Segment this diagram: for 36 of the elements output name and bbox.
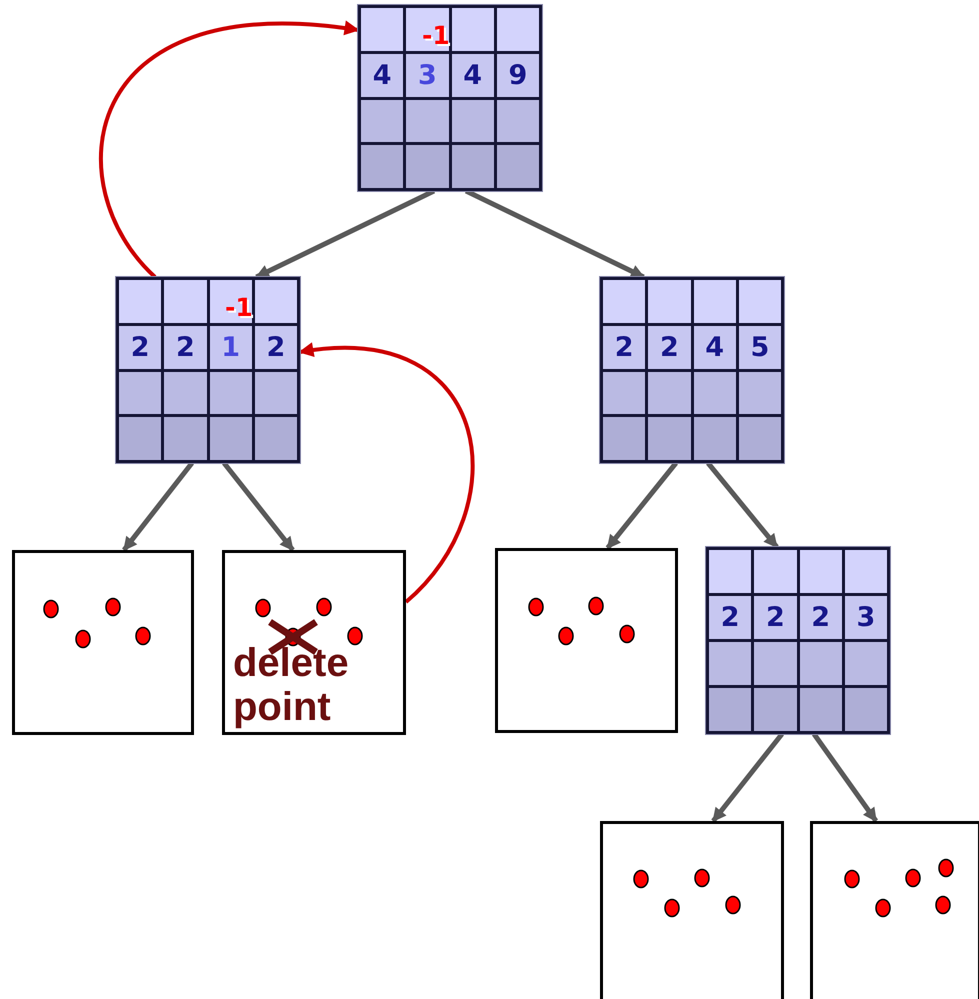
grid-cell: 4 (361, 54, 404, 96)
grid-cell: 5 (738, 326, 781, 368)
grid-cell: 3 (844, 596, 887, 639)
grid-cell: 2 (754, 596, 796, 639)
leaf-box (495, 548, 678, 733)
grid-table (600, 277, 784, 463)
arrow (222, 461, 295, 552)
grid-cell: 3 (406, 54, 448, 96)
leaf-box (12, 550, 194, 735)
arrow (711, 732, 784, 823)
curved-arrow (298, 343, 474, 604)
leaf-box (810, 821, 979, 999)
grid-table (706, 547, 890, 734)
arrow (122, 461, 194, 552)
grid-cell: 2 (648, 326, 690, 368)
grid-cell: 4 (452, 54, 494, 96)
grid-cell: 2 (603, 326, 646, 368)
leaf-box (222, 550, 406, 735)
arrow (812, 732, 878, 822)
leaf-box (600, 821, 784, 999)
grid-cell: 4 (694, 326, 736, 368)
decrement-label: -1 (422, 23, 450, 48)
curved-arrow (99, 21, 360, 278)
grid-cell: 2 (254, 326, 297, 368)
grid-table (116, 277, 300, 463)
grid-cell: 2 (164, 326, 206, 368)
grid-cell: 2 (709, 596, 752, 639)
grid-cell: 2 (119, 326, 162, 368)
decrement-label: -1 (225, 295, 253, 320)
grid-table (358, 5, 542, 191)
grid-cell: 9 (496, 54, 539, 96)
action-label: delete point (233, 641, 350, 729)
grid-cell: 2 (800, 596, 842, 639)
arrow (706, 461, 779, 549)
arrow (606, 461, 678, 550)
grid-cell: 1 (210, 326, 252, 368)
